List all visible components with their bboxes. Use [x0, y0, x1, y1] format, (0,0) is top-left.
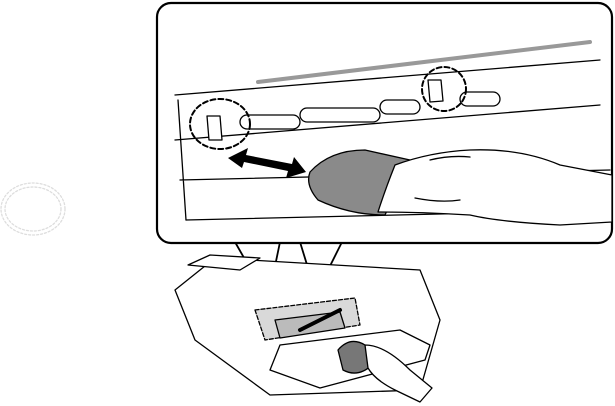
left-guide	[189, 98, 251, 150]
right-guide	[421, 66, 467, 112]
faint-circle-marker	[0, 182, 66, 236]
dashed-circle-marker-icon	[421, 66, 467, 112]
printer	[174, 254, 441, 403]
hand	[364, 344, 433, 403]
rollers	[239, 91, 501, 130]
dashed-circle-marker-icon	[189, 98, 251, 150]
hand	[377, 149, 613, 226]
double-arrow-icon	[228, 148, 306, 178]
zoom-callout	[155, 1, 614, 245]
